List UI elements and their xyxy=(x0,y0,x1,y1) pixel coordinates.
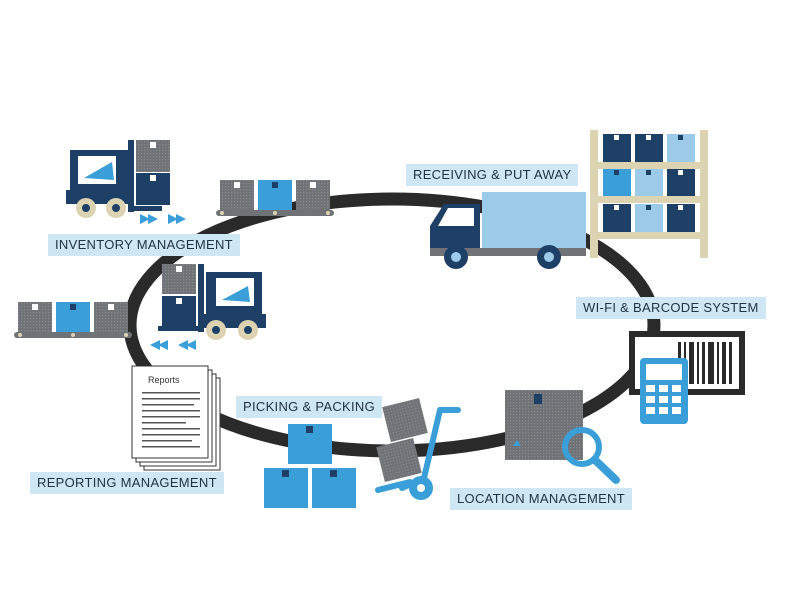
label-wifi-barcode-system: WI-FI & BARCODE SYSTEM xyxy=(576,297,766,319)
arrow-right-icon xyxy=(140,214,186,224)
location-box-icon xyxy=(505,390,583,460)
conveyor-icon xyxy=(216,180,334,216)
box-stack-forklift-mid xyxy=(162,264,196,326)
packing-boxes-icon xyxy=(264,424,356,508)
label-receiving-put-away: RECEIVING & PUT AWAY xyxy=(406,164,579,186)
label-inventory-management: INVENTORY MANAGEMENT xyxy=(48,234,240,256)
reports-document-icon: Reports xyxy=(131,365,221,471)
forklift-icon xyxy=(66,140,162,218)
reports-document-title: Reports xyxy=(148,375,180,385)
arrow-left-icon xyxy=(150,340,196,350)
conveyor-icon-left xyxy=(14,302,132,338)
hand-truck-icon xyxy=(375,397,461,500)
forklift-icon-mid xyxy=(158,264,266,340)
label-picking-packing: PICKING & PACKING xyxy=(236,396,382,418)
truck-icon xyxy=(430,192,586,269)
shelf-rack-icon xyxy=(590,130,708,258)
magnifier-icon xyxy=(562,427,620,484)
barcode-scanner-icon xyxy=(629,331,745,424)
label-location-management: LOCATION MANAGEMENT xyxy=(450,488,632,510)
box-stack-forklift-top xyxy=(136,140,170,205)
label-reporting-management: REPORTING MANAGEMENT xyxy=(30,472,224,494)
